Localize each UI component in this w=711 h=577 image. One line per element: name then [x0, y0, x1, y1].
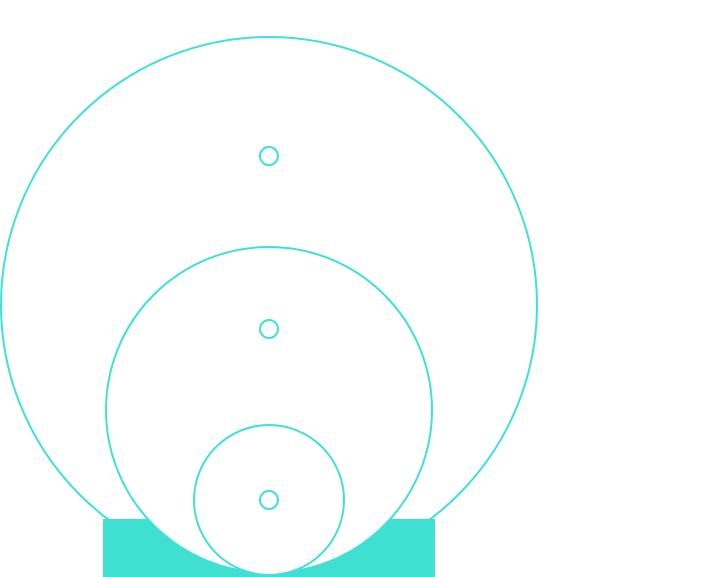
- inner-region-dot: [259, 490, 279, 510]
- middle-region-dot: [259, 319, 279, 339]
- outer-region-dot: [259, 146, 279, 166]
